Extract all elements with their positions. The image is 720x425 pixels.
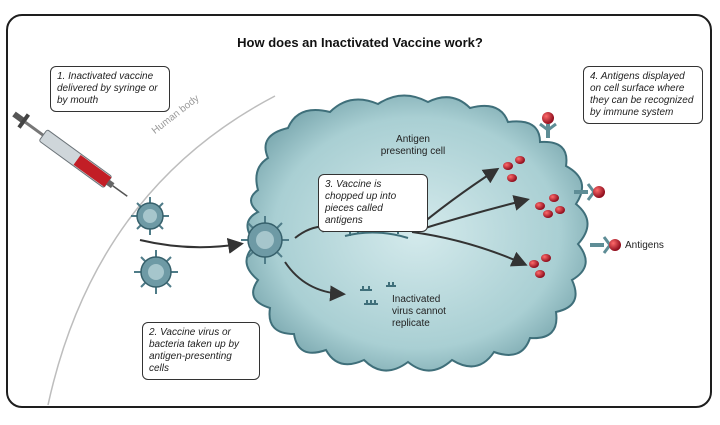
antigen-icon [503,156,565,278]
callout-step-1: 1. Inactivated vaccine delivered by syri… [50,66,170,112]
arrow-virus-to-cell [139,237,244,254]
virus-icon [131,197,169,235]
diagram-frame [6,14,712,408]
arrow-to-antigens-bottom [411,231,528,267]
receptor-icon [539,112,621,254]
callout-step-4: 4. Antigens displayed on cell surface wh… [583,66,703,124]
human-body-boundary [47,95,276,406]
arrow-to-inactivated [284,261,346,302]
apc-label: Antigen presenting cell [380,134,446,157]
virus-icon [134,250,178,294]
inactivated-virus-pieces [360,282,396,305]
callout-step-2: 2. Vaccine virus or bacteria taken up by… [142,322,260,380]
callout-step-3: 3. Vaccine is chopped up into pieces cal… [318,174,428,232]
syringe-icon [12,111,128,197]
virus-icon [241,216,289,264]
inactivated-label: Inactivated virus cannot replicate [392,294,446,329]
diagram-title: How does an Inactivated Vaccine work? [237,35,483,50]
antigens-label: Antigens [625,240,664,251]
